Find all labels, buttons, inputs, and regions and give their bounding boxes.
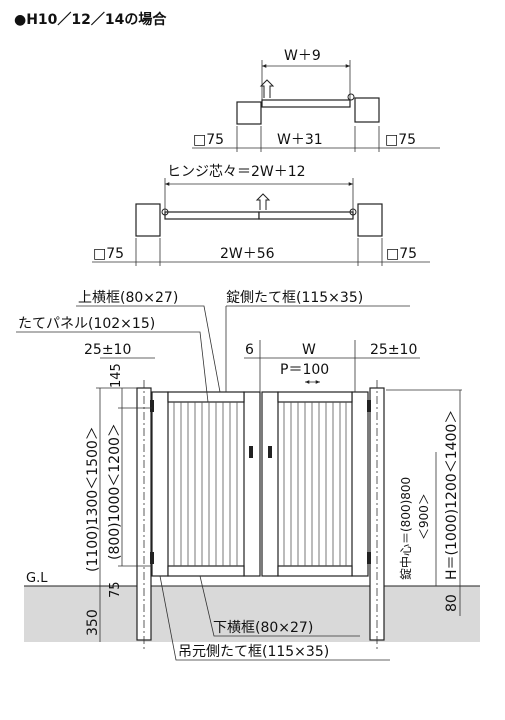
post-right bbox=[357, 203, 383, 237]
dim-80: 80 bbox=[444, 594, 460, 612]
dim-145: 145 bbox=[109, 363, 124, 388]
label-bottom-rail: 下横框(80×27) bbox=[213, 620, 313, 636]
top-rail-left bbox=[167, 391, 245, 403]
dim-post-75-left: □75 bbox=[193, 132, 224, 148]
dim-350: 350 bbox=[85, 609, 101, 636]
ground-level-label: G.L bbox=[26, 571, 48, 586]
hinge-stile-right bbox=[351, 391, 369, 577]
plan-single-gate: W＋9 □75 W＋31 □75 bbox=[192, 48, 440, 152]
post-left bbox=[135, 203, 161, 237]
dim-w: W bbox=[302, 342, 316, 358]
vertical-panels bbox=[173, 402, 347, 566]
handle-right-icon bbox=[268, 446, 272, 458]
bottom-rail-right bbox=[277, 565, 353, 577]
dim-lock-center-alt: ＜900＞ bbox=[417, 493, 431, 540]
top-rail-right bbox=[277, 391, 353, 403]
dim-w-plus-9: W＋9 bbox=[284, 48, 321, 64]
dim-post-75-right: □75 bbox=[385, 132, 416, 148]
dim-post-75-left: □75 bbox=[93, 246, 124, 262]
dim-six: 6 bbox=[245, 342, 254, 358]
label-hinge-stile: 吊元側たて框(115×35) bbox=[178, 644, 329, 660]
hinge-stile-left bbox=[151, 391, 169, 577]
dim-lock-center: 錠中心＝(800)800 bbox=[398, 477, 413, 580]
label-lock-stile: 錠側たて框(115×35) bbox=[226, 290, 363, 306]
label-panel: たてパネル(102×15) bbox=[18, 316, 155, 332]
dim-2w-plus-56: 2W＋56 bbox=[220, 246, 275, 262]
dim-gap-left: 25±10 bbox=[84, 342, 131, 358]
dim-h-gate: (800)1000＜1200＞ bbox=[107, 423, 123, 560]
elevation-view: G.L bbox=[16, 290, 480, 661]
hinge-icon bbox=[150, 400, 154, 412]
section-title: ●H10／12／14の場合 bbox=[14, 11, 167, 28]
post-right bbox=[354, 97, 380, 123]
lock-stile-right bbox=[261, 391, 279, 577]
dim-w-plus-31: W＋31 bbox=[277, 132, 323, 148]
plan-double-gate: ヒンジ芯々＝2W＋12 □75 2W＋56 □75 bbox=[92, 164, 430, 266]
door-leaf bbox=[261, 99, 351, 108]
handle-left-icon bbox=[249, 446, 253, 458]
bottom-rail-left bbox=[167, 565, 245, 577]
lock-stile-left bbox=[243, 391, 261, 577]
door-leaf-left bbox=[164, 211, 260, 220]
dim-h-post: H＝(1000)1200＜1400＞ bbox=[444, 410, 460, 580]
dim-hinge-pitch: ヒンジ芯々＝2W＋12 bbox=[167, 164, 306, 180]
hinge-icon bbox=[150, 552, 154, 564]
dim-post-75-right: □75 bbox=[386, 246, 417, 262]
dim-75: 75 bbox=[108, 581, 123, 598]
hinge-icon bbox=[367, 552, 371, 564]
door-leaf-right bbox=[258, 211, 354, 220]
hinge-icon bbox=[367, 400, 371, 412]
post-left bbox=[236, 101, 262, 125]
dim-h-total: (1100)1300＜1500＞ bbox=[85, 426, 101, 572]
dim-gap-right: 25±10 bbox=[370, 342, 417, 358]
label-top-rail: 上横框(80×27) bbox=[78, 290, 178, 306]
dim-pitch-100: P＝100 bbox=[280, 362, 329, 378]
